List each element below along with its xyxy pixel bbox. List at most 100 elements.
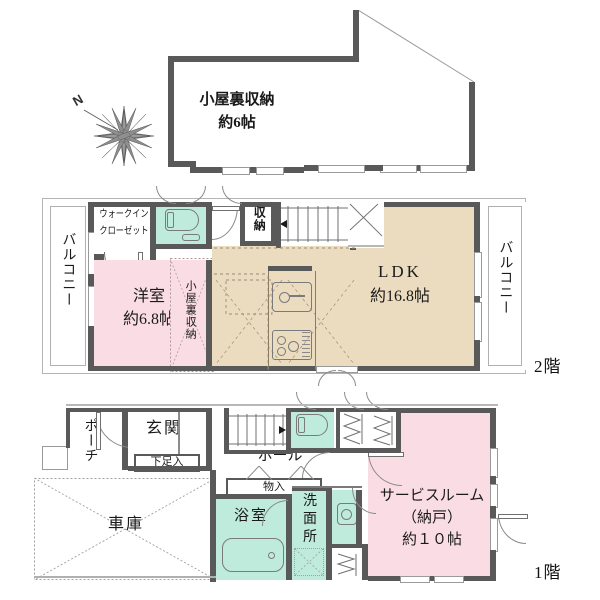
ldk-wall-right-1 <box>474 202 480 252</box>
balcony-east-label: バルコニー <box>497 240 513 315</box>
attic-window-left-1 <box>222 167 250 175</box>
washroom-threshold <box>292 486 362 488</box>
toilet2f-wall-bottom <box>150 244 212 249</box>
hall-2f-door-leaf[interactable] <box>212 206 240 211</box>
toilet-bowl-2f <box>165 209 199 231</box>
toilet-paper-holder-2f <box>182 234 200 241</box>
attic2f-wall-right <box>206 260 212 370</box>
porch-label: ポーチ <box>82 418 98 463</box>
toilet1f-wall-bottom <box>290 448 336 453</box>
stairs1f-wall-bottom <box>228 450 290 454</box>
entrance-wall-bottom <box>128 466 212 471</box>
stove-burner-3 <box>288 341 299 352</box>
kitchen-counter-wall <box>268 266 312 271</box>
entrance-label: 玄関 <box>145 420 182 437</box>
ldk-window-south <box>316 366 358 373</box>
toilet1f-wall-left <box>286 408 291 454</box>
service-room-wall-right-1 <box>490 408 496 448</box>
storage-closet-door-a[interactable] <box>245 465 273 481</box>
bathtub-drain <box>268 552 275 559</box>
vanity-wall-bottom <box>332 544 368 549</box>
service-room-closet-hanger <box>372 414 394 446</box>
attic-window-left-2 <box>256 167 284 175</box>
storage-closet-label: 物入 <box>263 481 285 493</box>
staircase-2f <box>276 202 350 246</box>
kitchen-sink-drain <box>279 292 290 303</box>
toilet-bowl-1f <box>296 414 328 436</box>
bathroom-wall-top <box>216 494 292 499</box>
ldk-label-1: LDK <box>378 262 422 281</box>
vanity-drain <box>341 509 352 520</box>
kitchen-stove <box>272 330 312 360</box>
closet1fu-wall-bottom <box>336 448 370 453</box>
attic-storage-2f-label: 小屋裏収納 <box>184 280 197 340</box>
staircase-2f-landing <box>348 202 384 248</box>
service-room-wall-right-2 <box>490 476 496 484</box>
kitchen-faucet <box>289 295 305 297</box>
washroom-label-2: 面 <box>303 512 317 527</box>
service-room-exterior-door-leaf[interactable] <box>498 514 528 519</box>
toilet-tank-1f <box>298 417 305 433</box>
attic-roof-volume <box>298 9 480 175</box>
service-room-window-south <box>400 576 430 583</box>
closet1fl-wall-right <box>362 548 368 580</box>
toilet2f-wall-right <box>206 202 212 249</box>
balcony-west-wall-2 <box>88 274 94 286</box>
closet1fu-hanger-symbol <box>342 412 364 446</box>
stove-burner-1 <box>277 336 286 345</box>
ldk-label-2: 約16.8帖 <box>369 288 430 305</box>
ldk-wall-top <box>356 202 480 207</box>
staircase-1f <box>228 408 290 452</box>
compass-north-label: N <box>70 91 86 109</box>
western-room-label-1: 洋室 <box>132 288 165 305</box>
service-room-label-3: 約１０帖 <box>401 532 462 548</box>
washroom-wall-top <box>292 486 332 491</box>
compass-rose: N <box>62 88 167 178</box>
service-room-window-3 <box>490 518 498 552</box>
attic-storage-label-2: 約6帖 <box>218 115 256 131</box>
closet2f-wall-top <box>240 202 276 207</box>
service-room-window-south-2 <box>434 576 464 583</box>
wic-wall-top <box>94 202 156 207</box>
balcony-west-wall-1 <box>88 202 94 232</box>
washroom-label-1: 洗 <box>303 494 317 509</box>
porch-step <box>42 446 68 470</box>
toilet-tank-2f <box>167 212 174 228</box>
toilet1f-wall-top <box>290 408 334 412</box>
ldk-window-east-2 <box>474 302 482 342</box>
stairs1f-wall-left <box>224 408 229 454</box>
attic-storage-room <box>168 56 304 171</box>
entrance-wall-top <box>128 408 212 412</box>
closet2f-wall-left <box>240 202 245 246</box>
closet-storage-2f-label: 収納 <box>252 206 267 232</box>
ldk-room-main <box>212 246 480 370</box>
stove-grill <box>302 332 310 358</box>
service-room-closet-wall-right <box>396 412 401 452</box>
bathtub <box>222 538 284 572</box>
attic-storage-wall-top <box>168 56 304 62</box>
first-floor-outline-top <box>66 404 498 406</box>
attic-storage-wall-bl <box>168 161 196 167</box>
entrance-door-leaf[interactable] <box>96 412 101 450</box>
service-room-label-1: サービスルーム <box>379 488 485 504</box>
washroom <box>292 490 328 580</box>
washing-machine-space <box>294 548 324 576</box>
attic-storage-2f <box>170 260 212 370</box>
washroom-label-3: 所 <box>303 530 317 545</box>
entrance-wall-right <box>206 408 212 470</box>
western-room-wall-bottom <box>88 366 212 371</box>
porch-wall-top <box>66 408 128 412</box>
wic-wall-bottom-left <box>94 254 104 260</box>
attic-storage-wall-left <box>168 56 174 167</box>
service-room-wall-top <box>368 408 496 413</box>
attic-window-right-1 <box>318 165 365 173</box>
storage-closet-door-b[interactable] <box>287 465 315 481</box>
kitchen-counter <box>268 271 316 370</box>
ldk-wall-right-3 <box>474 340 480 370</box>
service-room-wall-bottom <box>368 576 496 581</box>
closet2f-wall-right <box>271 202 276 246</box>
shoe-cabinet-label: 下足入 <box>150 456 184 468</box>
ldk-window-east-1 <box>474 252 482 298</box>
western-room-label-2: 約6.8帖 <box>122 311 175 328</box>
entrance-partition <box>178 412 180 460</box>
